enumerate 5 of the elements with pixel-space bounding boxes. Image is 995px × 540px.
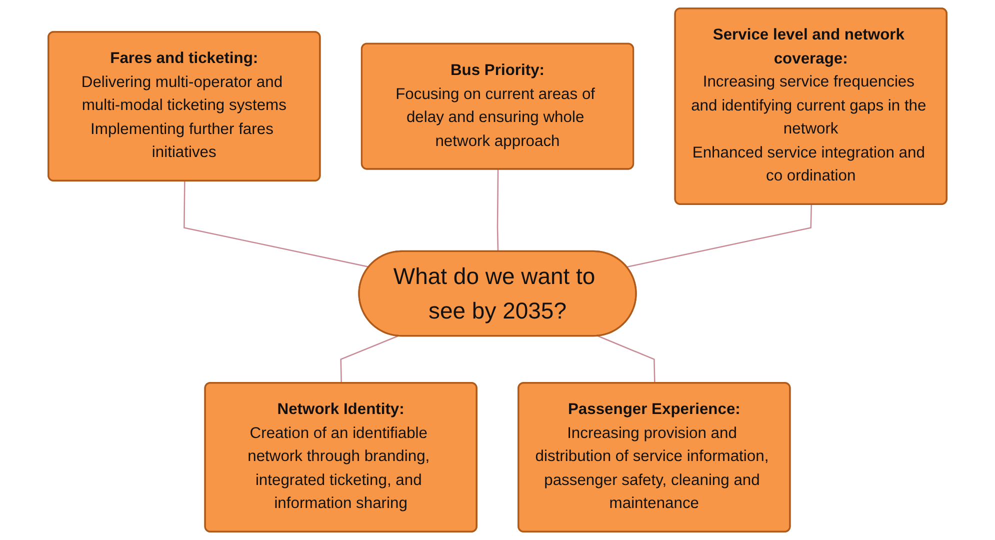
connector [598,336,656,384]
connector [340,336,398,384]
connector [184,181,370,268]
connector [496,169,499,252]
connector [626,204,812,268]
